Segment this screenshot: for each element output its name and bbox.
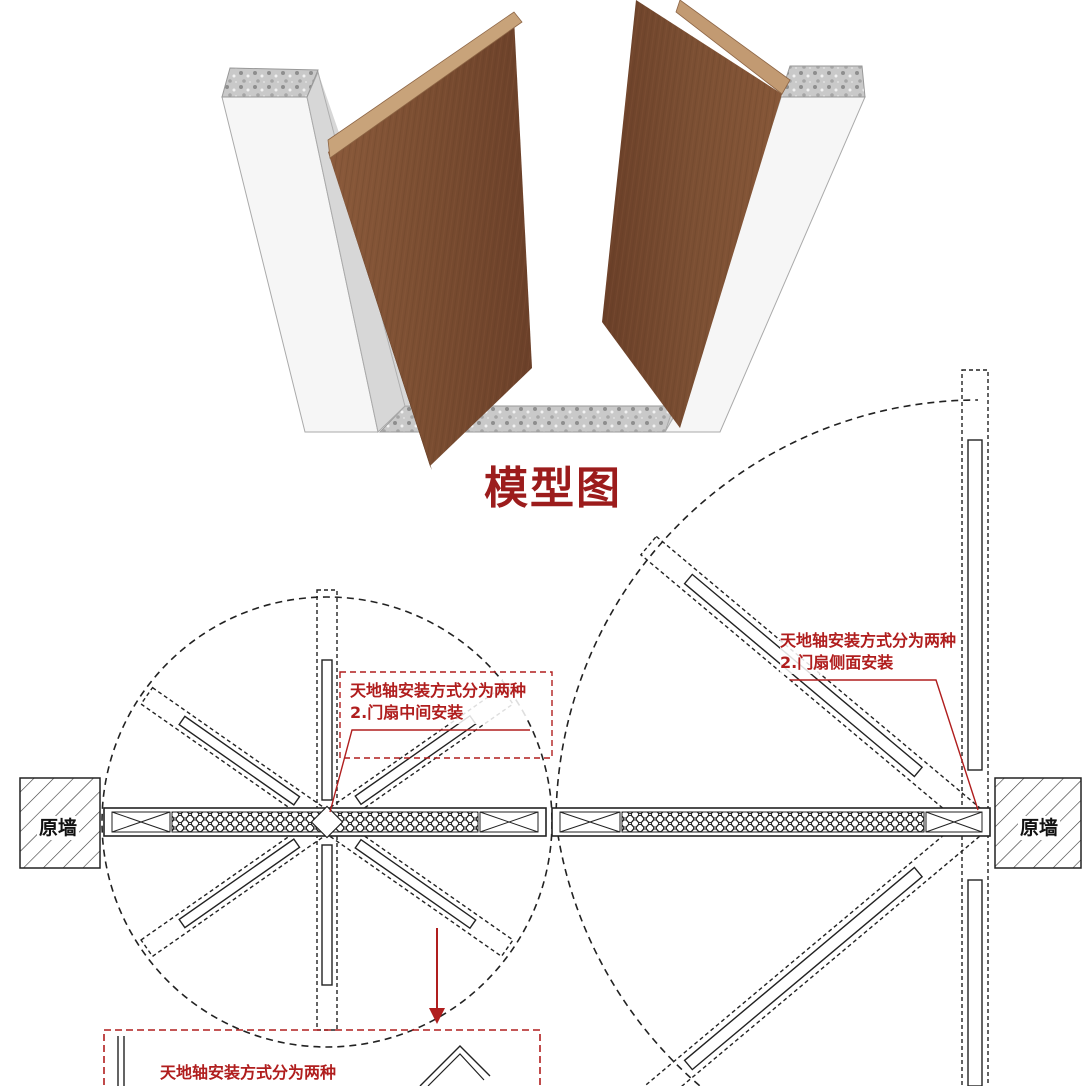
side-note-line1: 天地轴安装方式分为两种 xyxy=(780,631,957,650)
center-note: 天地轴安装方式分为两种 2.门扇中间安装 xyxy=(350,680,527,724)
center-note-callout xyxy=(329,671,553,813)
door-leaf-right xyxy=(602,0,791,428)
side-note: 天地轴安装方式分为两种 2.门扇侧面安装 xyxy=(780,630,957,674)
pivot-leaves-side xyxy=(639,369,989,1086)
side-note-callout xyxy=(790,679,979,811)
detail-note: 天地轴安装方式分为两种 xyxy=(160,1062,337,1084)
wall-left xyxy=(19,777,101,869)
swing-arc-side xyxy=(555,399,979,1086)
model-title: 模型图 xyxy=(484,463,622,514)
wall-label-left: 原墙 xyxy=(37,816,80,840)
detail-box xyxy=(103,1029,541,1086)
door-section-center xyxy=(103,805,547,839)
center-note-line2: 2.门扇中间安装 xyxy=(350,703,464,722)
detail-note-line1: 天地轴安装方式分为两种 xyxy=(160,1063,337,1082)
door-section-side xyxy=(551,807,991,837)
wall-label-right: 原墙 xyxy=(1018,816,1061,840)
side-note-line2: 2.门扇侧面安装 xyxy=(780,653,894,672)
door-leaf-left xyxy=(327,11,532,470)
center-note-line1: 天地轴安装方式分为两种 xyxy=(350,681,527,700)
